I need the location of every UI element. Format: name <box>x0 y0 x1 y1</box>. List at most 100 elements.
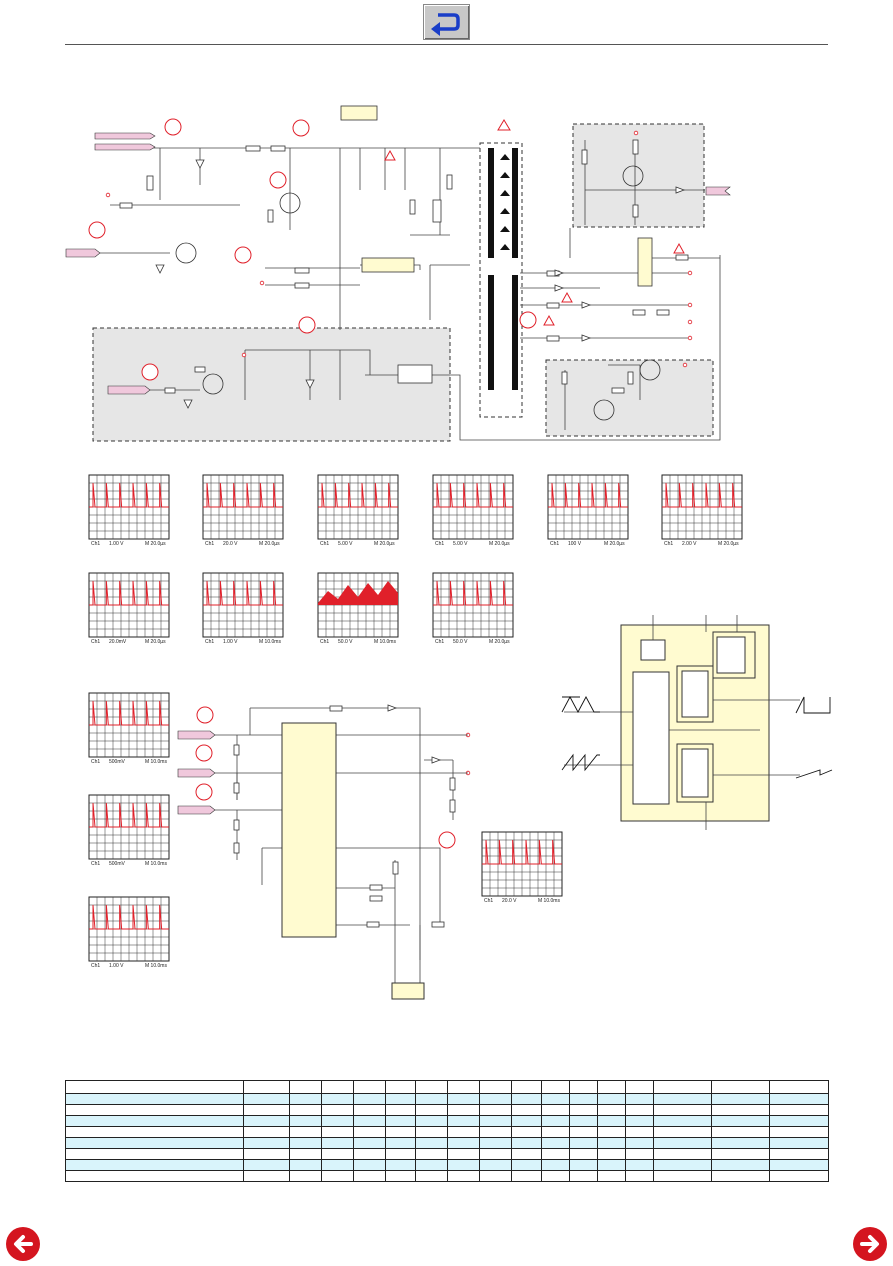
table-cell <box>321 1148 354 1160</box>
scope-label: Ch1 <box>484 898 493 904</box>
scope-label: M 10.0ms <box>145 861 167 867</box>
table-cell <box>653 1126 712 1138</box>
table-cell <box>321 1126 354 1138</box>
scope-label: M 20.0µs <box>718 541 739 547</box>
scope-label: 500mV <box>109 759 126 765</box>
table-cell <box>353 1093 386 1105</box>
table-cell <box>385 1093 416 1105</box>
scope-label: Ch1 <box>91 541 100 547</box>
scope-label: Ch1 <box>91 639 100 645</box>
table-cell <box>597 1104 626 1116</box>
table-cell <box>769 1159 829 1171</box>
scope-label: Ch1 <box>320 639 329 645</box>
table-cell <box>653 1115 712 1127</box>
table-cell <box>711 1137 770 1149</box>
scope-label: 5.00 V <box>453 541 468 547</box>
table-cell <box>711 1159 770 1171</box>
table-cell <box>321 1093 354 1105</box>
scope-label: Ch1 <box>320 541 329 547</box>
table-cell <box>569 1170 598 1182</box>
table-cell <box>653 1170 712 1182</box>
table-cell <box>769 1137 829 1149</box>
oscilloscope-screen: Ch1 1.00 V M 10.0ms <box>88 896 170 969</box>
table-cell <box>289 1093 322 1105</box>
table-row <box>65 1126 829 1138</box>
table-cell <box>711 1148 770 1160</box>
scope-label: 1.00 V <box>109 541 124 547</box>
table-cell <box>625 1104 654 1116</box>
table-cell <box>541 1159 570 1171</box>
table-cell <box>353 1126 386 1138</box>
table-row <box>65 1159 829 1171</box>
back-button[interactable] <box>423 4 470 40</box>
table-cell <box>243 1170 290 1182</box>
table-cell <box>711 1080 770 1094</box>
scope-label: M 20.0µs <box>604 541 625 547</box>
table-cell <box>353 1148 386 1160</box>
table-cell <box>625 1148 654 1160</box>
table-cell <box>625 1137 654 1149</box>
table-cell <box>479 1115 512 1127</box>
next-page-button[interactable] <box>853 1227 887 1261</box>
table-cell <box>597 1159 626 1171</box>
table-cell <box>447 1159 480 1171</box>
scope-label: Ch1 <box>664 541 673 547</box>
table-cell <box>321 1137 354 1149</box>
table-cell <box>243 1126 290 1138</box>
table-cell <box>541 1137 570 1149</box>
table-cell <box>769 1148 829 1160</box>
scope-label: 1.00 V <box>223 639 238 645</box>
table-cell <box>711 1093 770 1105</box>
scope-label: Ch1 <box>91 861 100 867</box>
scope-label: Ch1 <box>91 759 100 765</box>
scope-label: Ch1 <box>91 963 100 969</box>
scope-label: M 10.0ms <box>145 759 167 765</box>
scope-label: M 10.0ms <box>145 963 167 969</box>
table-cell <box>415 1093 448 1105</box>
table-cell <box>385 1080 416 1094</box>
scope-label: Ch1 <box>550 541 559 547</box>
table-cell <box>289 1137 322 1149</box>
table-cell <box>653 1159 712 1171</box>
connector-block-lower <box>391 982 425 1000</box>
scope-label: Ch1 <box>205 639 214 645</box>
scope-label: M 10.0ms <box>259 639 281 645</box>
table-cell <box>415 1104 448 1116</box>
scope-label: M 20.0µs <box>145 541 166 547</box>
table-cell <box>569 1104 598 1116</box>
table-cell <box>415 1159 448 1171</box>
table-cell <box>569 1115 598 1127</box>
scope-label: 5.00 V <box>338 541 353 547</box>
table-cell <box>243 1093 290 1105</box>
table-row <box>65 1170 829 1182</box>
table-cell <box>625 1115 654 1127</box>
table-cell <box>511 1159 542 1171</box>
table-cell <box>625 1080 654 1094</box>
table-cell <box>415 1126 448 1138</box>
table-cell <box>479 1170 512 1182</box>
table-cell <box>65 1126 244 1138</box>
table-cell <box>511 1080 542 1094</box>
scope-label: M 10.0ms <box>374 639 396 645</box>
table-cell <box>289 1080 322 1094</box>
table-cell <box>289 1104 322 1116</box>
table-cell <box>711 1115 770 1127</box>
table-cell <box>511 1104 542 1116</box>
scope-label: M 20.0µs <box>489 639 510 645</box>
table-cell <box>569 1126 598 1138</box>
table-cell <box>243 1104 290 1116</box>
table-cell <box>653 1080 712 1094</box>
table-cell <box>415 1148 448 1160</box>
previous-page-button[interactable] <box>6 1227 40 1261</box>
table-cell <box>541 1115 570 1127</box>
table-cell <box>769 1170 829 1182</box>
scope-label: M 20.0µs <box>489 541 510 547</box>
scope-label: 1.00 V <box>109 963 124 969</box>
table-cell <box>569 1080 598 1094</box>
shaded-block-top-right <box>572 123 705 228</box>
table-cell <box>541 1104 570 1116</box>
